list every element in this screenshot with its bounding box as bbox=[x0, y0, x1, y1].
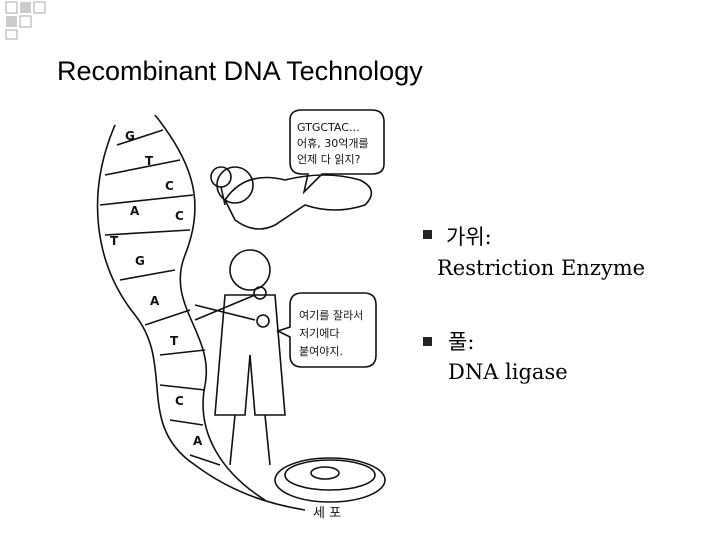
scissors bbox=[194, 294, 256, 321]
dna-base-label: T bbox=[170, 334, 179, 348]
dna-strand-outer bbox=[96, 124, 306, 511]
dna-base-label: C bbox=[165, 179, 174, 193]
dna-base-label: C bbox=[175, 209, 184, 223]
bubble-mid-line1: 여기를 잘라서 bbox=[299, 309, 363, 322]
bullet-label-glue: 풀: bbox=[448, 330, 475, 354]
standing-scientist-head bbox=[229, 249, 271, 291]
speech-bubble-middle bbox=[275, 292, 377, 368]
bullet-detail-dna-ligase: DNA ligase bbox=[448, 360, 568, 384]
dna-base-label: A bbox=[150, 294, 160, 308]
dna-base-label: T bbox=[110, 234, 119, 248]
slide-title: Recombinant DNA Technology bbox=[57, 56, 423, 86]
bullet-label-scissors: 가위: bbox=[446, 225, 492, 249]
bubble-mid-line2: 저기에다 bbox=[299, 327, 339, 340]
bullet-marker bbox=[423, 337, 432, 346]
corner-squares-decoration bbox=[5, 1, 46, 40]
dna-base-label: T bbox=[145, 154, 154, 168]
bullet-marker bbox=[423, 230, 432, 239]
bubble-top-line2: 어휴, 30억개를 bbox=[297, 137, 369, 150]
dna-base-label: G bbox=[135, 254, 145, 268]
dna-base-label: A bbox=[193, 434, 203, 448]
bubble-top-line3: 언제 다 읽지? bbox=[297, 153, 361, 166]
speech-bubble-top bbox=[289, 109, 385, 195]
bubble-top-line1: GTGCTAC… bbox=[297, 121, 360, 134]
dna-cartoon-illustration: GTGCTAC… 어휴, 30억개를 언제 다 읽지? 여기를 잘라서 저기에다… bbox=[96, 109, 386, 521]
petri-dish-label: 세 포 bbox=[313, 506, 341, 521]
magnifying-glass bbox=[210, 166, 232, 188]
bubble-mid-line3: 붙여야지. bbox=[299, 345, 343, 358]
bullet-detail-restriction-enzyme: Restriction Enzyme bbox=[437, 256, 646, 280]
lying-scientist bbox=[224, 174, 373, 230]
petri-dish bbox=[274, 457, 386, 503]
dna-strand-inner bbox=[154, 114, 266, 501]
dna-base-label: G bbox=[125, 129, 135, 143]
dna-base-label: C bbox=[175, 394, 184, 408]
dna-base-label: A bbox=[130, 204, 140, 218]
standing-scientist-body bbox=[214, 294, 286, 416]
